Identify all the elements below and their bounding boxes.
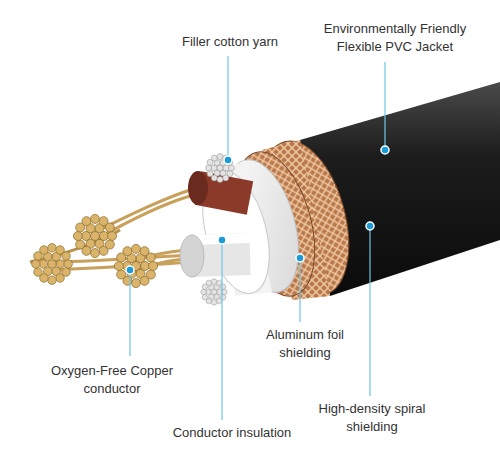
filler-yarn [201,154,235,306]
callout-label: Aluminum foil shielding [250,326,360,362]
wire-end [188,171,208,205]
callout-label: Filler cotton yarn [150,33,310,51]
copper-conductor [32,214,158,287]
callout-label: Oxygen-Free Copper conductor [42,362,182,398]
wire-end [180,235,204,277]
leader-dots [126,146,389,274]
callout-label: Conductor insulation [142,424,322,442]
callout-label: High-density spiral shielding [297,400,447,436]
callout-label: Environmentally Friendly Flexible PVC Ja… [305,20,485,56]
